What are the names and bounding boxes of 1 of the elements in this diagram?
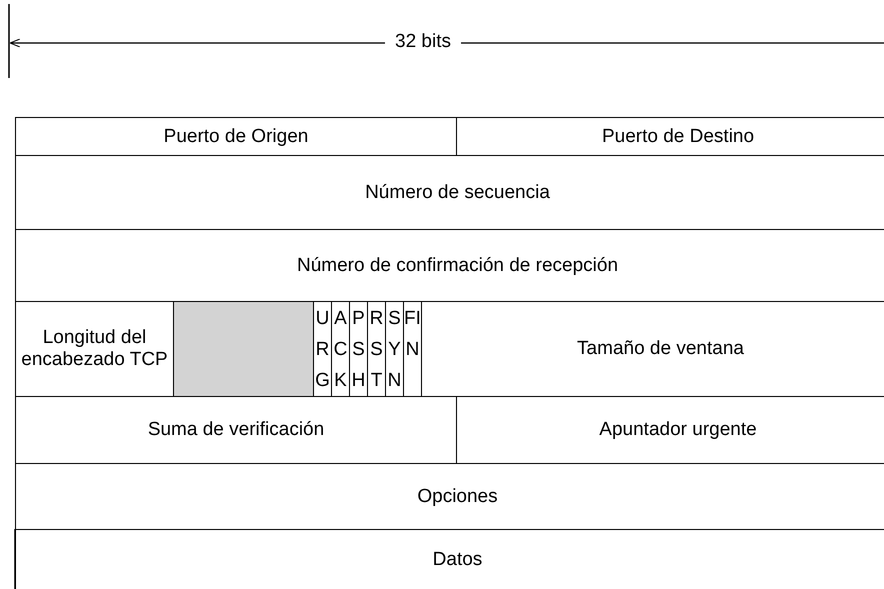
header-field-cell: Puerto de Origen [15,117,457,156]
